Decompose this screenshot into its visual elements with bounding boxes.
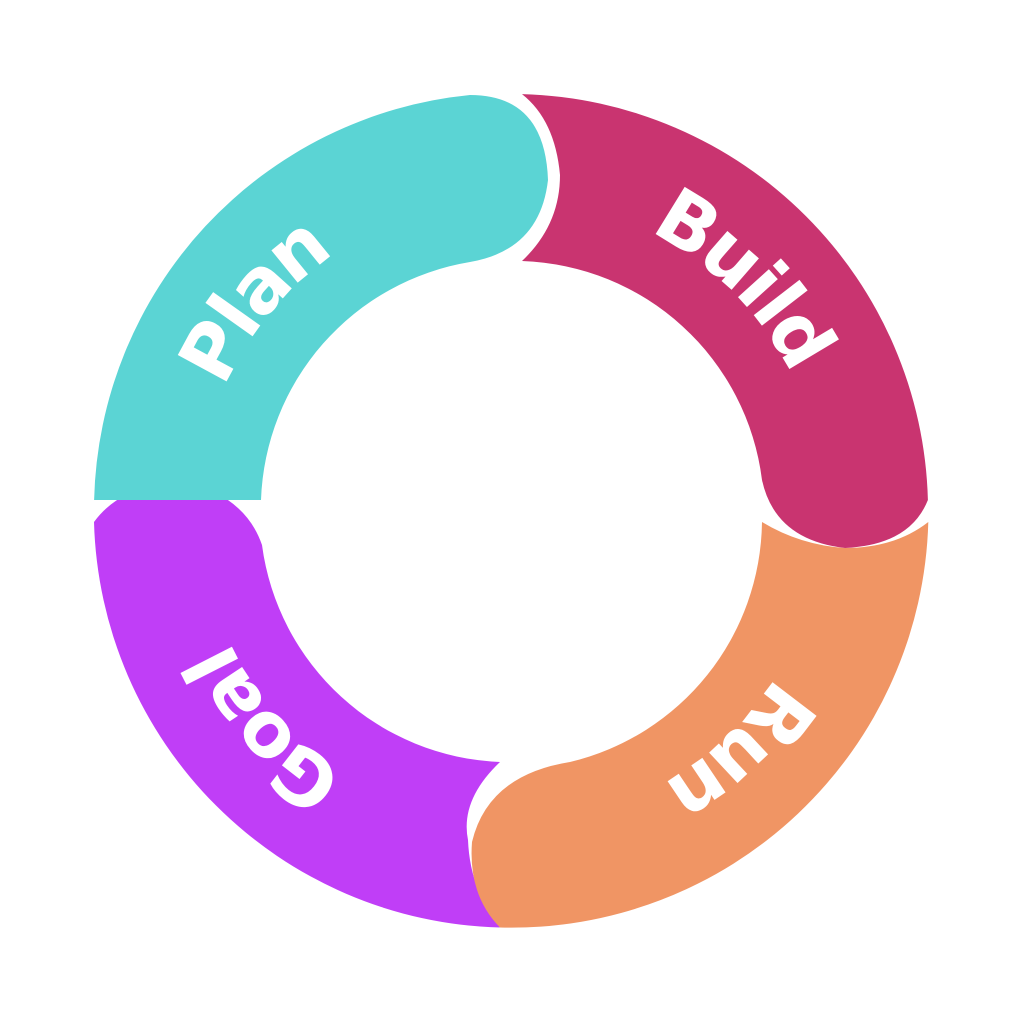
segment-goal-shape — [94, 480, 500, 928]
segment-plan-shape — [94, 95, 548, 500]
segment-run-shape — [471, 522, 929, 928]
segment-build-shape — [522, 94, 928, 548]
